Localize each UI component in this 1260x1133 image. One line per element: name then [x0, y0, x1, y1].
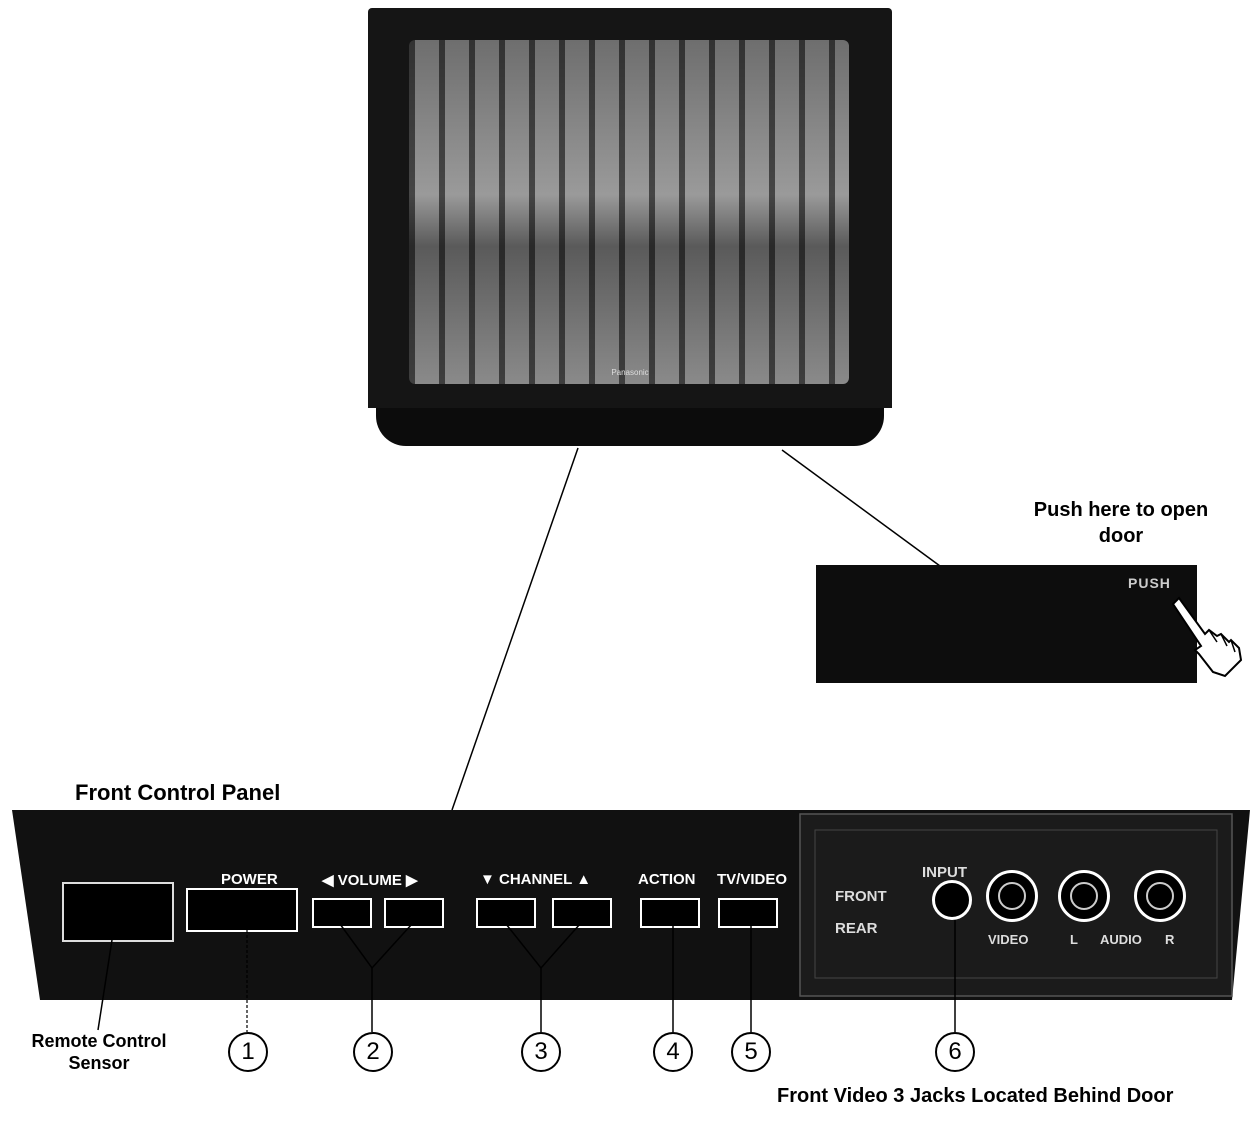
- channel-label: ▼ CHANNEL ▲: [480, 871, 591, 888]
- front-control-panel: POWER ◀ VOLUME ▶ ▼ CHANNEL ▲ ACTION TV/V…: [0, 808, 1260, 1008]
- tv-video-label: TV/VIDEO: [717, 871, 788, 888]
- audio-right-jack-inner: [1146, 882, 1174, 910]
- audio-r-mark: R: [1165, 932, 1175, 947]
- channel-up-button[interactable]: [552, 898, 612, 928]
- video-jack-label: VIDEO: [988, 932, 1029, 947]
- audio-jack-label: AUDIO: [1100, 932, 1142, 947]
- front-label: FRONT: [835, 888, 887, 905]
- volume-label-text: VOLUME: [337, 872, 402, 889]
- remote-sensor-window: [62, 882, 174, 942]
- power-label: POWER: [221, 871, 278, 888]
- tv-to-door-line: [781, 449, 941, 567]
- front-panel-title: Front Control Panel: [75, 780, 281, 805]
- callout-2: 2: [353, 1032, 393, 1072]
- channel-down-button[interactable]: [476, 898, 536, 928]
- tv-to-panel-line: [451, 447, 579, 811]
- volume-up-button[interactable]: [384, 898, 444, 928]
- callout-1: 1: [228, 1032, 268, 1072]
- front-door-panel[interactable]: [816, 565, 1197, 683]
- callout-6: 6: [935, 1032, 975, 1072]
- sensor-line: [97, 939, 113, 1031]
- action-label: ACTION: [638, 871, 696, 888]
- callout-2-line: [339, 923, 413, 970]
- power-button[interactable]: [186, 888, 298, 932]
- audio-l-mark: L: [1070, 932, 1078, 947]
- audio-left-jack[interactable]: [1058, 870, 1110, 922]
- hand-pointer-icon: [1171, 596, 1243, 678]
- volume-right-icon: ▶: [401, 872, 418, 889]
- television: Panasonic: [368, 8, 892, 448]
- channel-up-icon: ▲: [572, 871, 592, 888]
- tv-cabinet: Panasonic: [368, 8, 892, 408]
- tv-video-button[interactable]: [718, 898, 778, 928]
- tv-base: [376, 406, 884, 446]
- rear-label: REAR: [835, 920, 878, 937]
- push-label[interactable]: PUSH: [1128, 575, 1171, 591]
- callout-3: 3: [521, 1032, 561, 1072]
- channel-down-icon: ▼: [480, 871, 500, 888]
- volume-label: ◀ VOLUME ▶: [322, 871, 418, 889]
- input-label: INPUT: [922, 864, 967, 881]
- tv-brand-logo: Panasonic: [611, 368, 649, 377]
- callout-3-line: [505, 923, 581, 970]
- action-button[interactable]: [640, 898, 700, 928]
- callout-4: 4: [653, 1032, 693, 1072]
- push-door-caption: Push here to open door: [1033, 499, 1209, 547]
- video-jack[interactable]: [986, 870, 1038, 922]
- volume-left-icon: ◀: [322, 872, 338, 889]
- video-jack-inner: [998, 882, 1026, 910]
- front-jacks-caption: Front Video 3 Jacks Located Behind Door: [777, 1085, 1174, 1107]
- tv-screen: [409, 40, 849, 384]
- remote-sensor-caption: Remote Control Sensor: [31, 1031, 167, 1073]
- channel-label-text: CHANNEL: [499, 871, 573, 888]
- callout-5: 5: [731, 1032, 771, 1072]
- audio-right-jack[interactable]: [1134, 870, 1186, 922]
- audio-left-jack-inner: [1070, 882, 1098, 910]
- input-selector-jack[interactable]: [932, 880, 972, 920]
